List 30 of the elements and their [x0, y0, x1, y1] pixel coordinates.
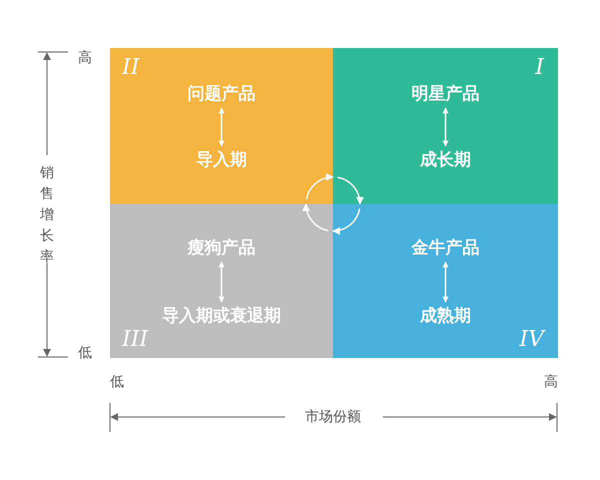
quadrant-label: 成长期 — [420, 150, 471, 170]
quadrant-label: 明星产品 — [412, 84, 480, 104]
quadrant-box — [110, 204, 333, 358]
quadrant-label: 金牛产品 — [412, 238, 480, 258]
quadrant-label: 问题产品 — [188, 84, 256, 104]
cycle-arrow — [332, 208, 360, 235]
quadrant-label: 成熟期 — [420, 306, 471, 326]
double-arrow — [442, 107, 448, 147]
axis-title: 销售增长率 — [40, 164, 55, 267]
quadrant-label: 瘦狗产品 — [188, 238, 256, 258]
axis-label: 低 — [78, 345, 92, 361]
quadrant-box — [110, 48, 333, 204]
roman-numeral: I — [535, 56, 544, 80]
quadrant-label: 导入期或衰退期 — [162, 306, 281, 326]
double-arrow — [218, 107, 224, 147]
roman-numeral: IV — [519, 328, 544, 352]
roman-numeral: II — [122, 56, 140, 80]
quadrant-label: 导入期 — [196, 150, 247, 170]
axis-label: 高 — [78, 50, 92, 66]
axis-label: 低 — [110, 374, 124, 390]
double-arrow — [442, 261, 448, 303]
cycle-arrow — [302, 203, 328, 232]
cycle-arrow — [338, 176, 364, 205]
quadrant-box — [333, 204, 558, 358]
cycle-arrow — [306, 173, 334, 200]
axis-label: 高 — [544, 374, 558, 390]
roman-numeral: III — [122, 328, 148, 352]
double-arrow — [218, 261, 224, 303]
quadrant-box — [333, 48, 558, 204]
axis-title: 市场份额 — [305, 409, 361, 425]
